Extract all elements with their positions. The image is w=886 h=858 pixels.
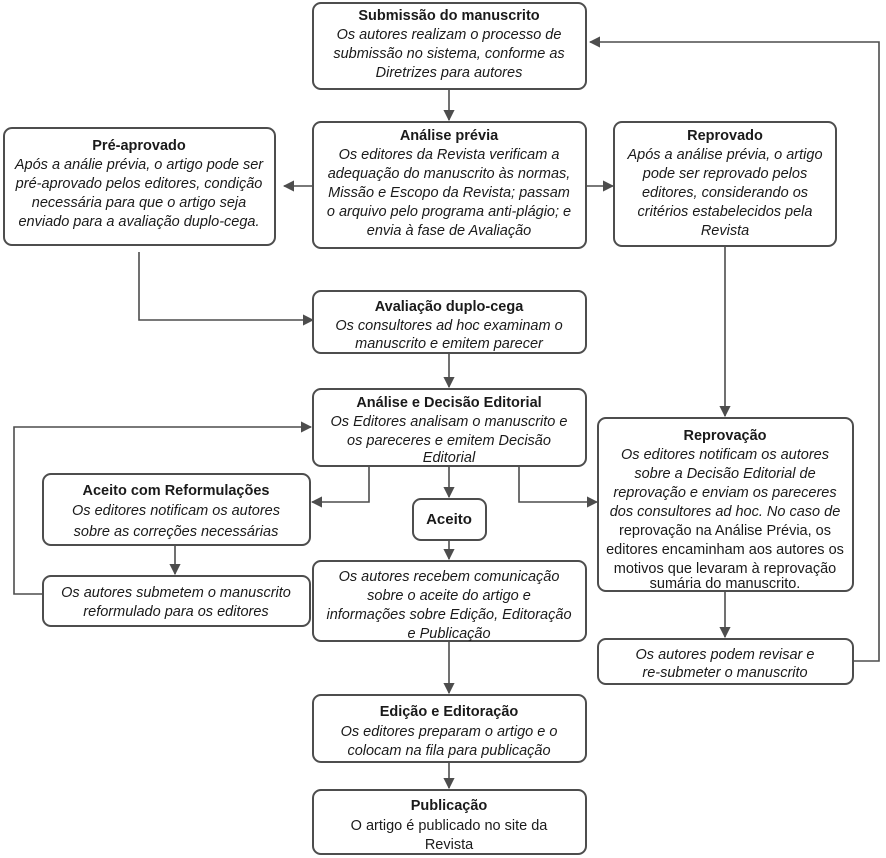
node-revisar-line-1: Os autores podem revisar e [636, 647, 815, 663]
node-pre-aprovado-line-3: necessária para que o artigo seja [32, 195, 246, 211]
node-submissao-line-1: Os autores realizam o processo de [337, 27, 562, 43]
node-reprovacao[interactable]: Reprovação Os editores notificam os auto… [597, 417, 854, 592]
node-reprovado-line-1: Após a análise prévia, o artigo [626, 147, 822, 163]
node-reprovacao-line-7: motivos que levaram à reprovação [614, 561, 836, 577]
node-analise-decisao-line-3: Editorial [423, 450, 476, 466]
node-analise-previa-line-5: envia à fase de Avaliação [367, 223, 531, 239]
node-reprovacao-line-3: reprovação e enviam os pareceres [613, 485, 836, 501]
node-comunicacao-aceite[interactable]: Os autores recebem comunicação sobre o a… [312, 560, 587, 642]
node-reprovado[interactable]: Reprovado Após a análise prévia, o artig… [613, 121, 837, 247]
edge-revisar-to-submissao [588, 36, 880, 662]
node-avaliacao-duplo-cega[interactable]: Avaliação duplo-cega Os consultores ad h… [312, 290, 587, 354]
edge-submetem-to-analise-decisao [13, 421, 313, 595]
node-reprovacao-line-8: sumária do manuscrito. [650, 576, 801, 592]
node-aceito[interactable]: Aceito [412, 498, 487, 541]
node-publicacao-line-2: Revista [425, 837, 474, 853]
node-reprovacao-line-1: Os editores notificam os autores [621, 447, 829, 463]
node-analise-decisao-line-1: Os Editores analisam o manuscrito e [331, 414, 568, 430]
node-avaliacao-line-2: manuscrito e emitem parecer [355, 336, 544, 352]
node-edicao-title: Edição e Editoração [380, 704, 519, 720]
node-reprovado-line-5: Revista [701, 223, 749, 239]
node-reprovacao-line-6: editores encaminham aos autores os [606, 542, 844, 558]
node-comunicacao-line-2: sobre o aceite do artigo e [367, 588, 531, 604]
node-submetem-line-2: reformulado para os editores [83, 604, 268, 620]
node-pre-aprovado-title: Pré-aprovado [92, 138, 186, 154]
node-aceito-reformulacoes-line-1: Os editores notificam os autores [72, 503, 280, 519]
node-submissao-line-3: Diretrizes para autores [376, 65, 523, 81]
node-revisar-resubmeter[interactable]: Os autores podem revisar e re-submeter o… [597, 638, 854, 685]
node-aceito-reformulacoes-line-2: sobre as correções necessárias [74, 524, 279, 540]
node-reprovacao-line-5: reprovação na Análise Prévia, os [619, 523, 831, 539]
node-aceito-com-reformulacoes[interactable]: Aceito com Reformulações Os editores not… [42, 473, 311, 546]
node-publicacao[interactable]: Publicação O artigo é publicado no site … [312, 789, 587, 855]
node-analise-decisao-editorial[interactable]: Análise e Decisão Editorial Os Editores … [312, 388, 587, 467]
node-pre-aprovado-line-4: enviado para a avaliação duplo-cega. [18, 214, 259, 230]
node-aceito-label: Aceito [426, 511, 472, 528]
node-comunicacao-line-4: e Publicação [407, 626, 490, 642]
node-revisar-line-2: re-submeter o manuscrito [642, 665, 807, 681]
node-publicacao-title: Publicação [411, 798, 488, 814]
node-avaliacao-title: Avaliação duplo-cega [375, 299, 524, 315]
node-comunicacao-line-1: Os autores recebem comunicação [339, 569, 560, 585]
node-analise-previa-line-3: Missão e Escopo da Revista; passam [328, 185, 570, 201]
node-analise-decisao-line-2: os pareceres e emitem Decisão [347, 433, 551, 449]
node-reprovacao-line-2: sobre a Decisão Editorial de [634, 466, 815, 482]
node-analise-previa-line-4: o arquivo pelo programa anti-plágio; e [327, 204, 571, 220]
node-submetem-line-1: Os autores submetem o manuscrito [61, 585, 291, 601]
node-aceito-reformulacoes-title: Aceito com Reformulações [83, 483, 270, 499]
node-reprovado-line-4: critérios estabelecidos pela [638, 204, 813, 220]
node-analise-previa-line-1: Os editores da Revista verificam a [339, 147, 560, 163]
node-analise-previa-line-2: adequação do manuscrito às normas, [328, 166, 571, 182]
node-reprovado-title: Reprovado [687, 128, 763, 144]
edge-layer [13, 36, 880, 790]
node-analise-previa-title: Análise prévia [400, 128, 499, 144]
node-reprovacao-title: Reprovação [683, 428, 766, 444]
node-edicao-editoracao[interactable]: Edição e Editoração Os editores preparam… [312, 694, 587, 763]
node-submissao[interactable]: Submissão do manuscrito Os autores reali… [312, 2, 587, 90]
node-edicao-line-1: Os editores preparam o artigo e o [341, 724, 558, 740]
node-analise-decisao-title: Análise e Decisão Editorial [356, 395, 541, 411]
node-avaliacao-line-1: Os consultores ad hoc examinam o [335, 318, 562, 334]
node-pre-aprovado-line-1: Após a análie prévia, o artigo pode ser [14, 157, 264, 173]
node-submissao-title: Submissão do manuscrito [358, 8, 539, 24]
edge-analise-decisao-to-aceito-reformulacoes [310, 466, 370, 508]
node-pre-aprovado[interactable]: Pré-aprovado Após a análie prévia, o art… [3, 127, 276, 246]
node-analise-previa[interactable]: Análise prévia Os editores da Revista ve… [312, 121, 587, 249]
node-submetem-reformulado[interactable]: Os autores submetem o manuscrito reformu… [42, 575, 311, 627]
node-reprovacao-line-4: dos consultores ad hoc. No caso de [610, 504, 841, 520]
node-reprovado-line-3: editores, considerando os [642, 185, 808, 201]
node-pre-aprovado-line-2: pré-aprovado pelos editores, condição [15, 176, 263, 192]
edge-analise-decisao-to-reprovacao [518, 466, 599, 508]
node-reprovado-line-2: pode ser reprovado pelos [642, 166, 807, 182]
node-edicao-line-2: colocam na fila para publicação [347, 743, 550, 759]
node-submissao-line-2: submissão no sistema, conforme as [333, 46, 564, 62]
node-comunicacao-line-3: informações sobre Edição, Editoração [326, 607, 571, 623]
edge-pre-aprovado-to-avaliacao [138, 252, 315, 326]
node-publicacao-line-1: O artigo é publicado no site da [351, 818, 549, 834]
